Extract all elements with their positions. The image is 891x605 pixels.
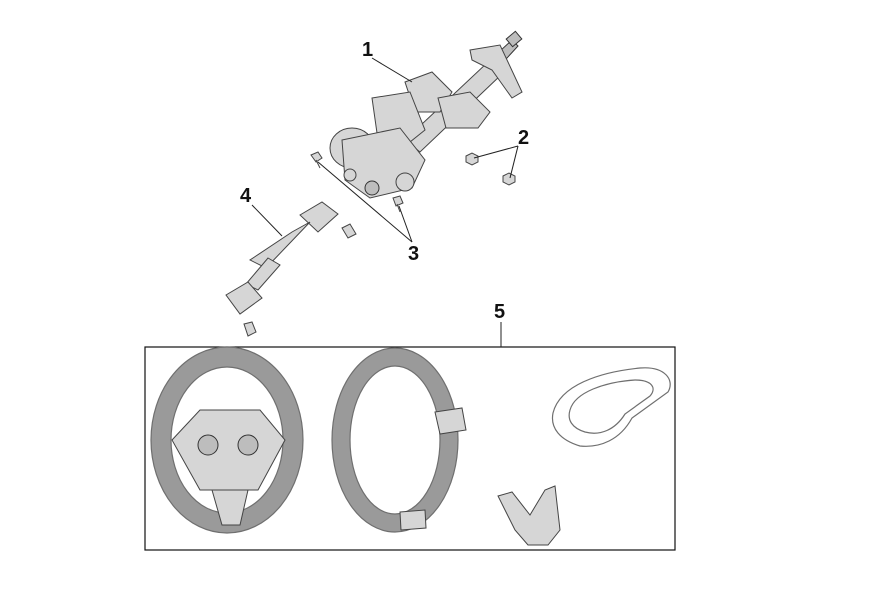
column-lower-joint	[364, 180, 380, 196]
leader-4	[251, 204, 283, 237]
bolt-right-shank	[396, 203, 401, 213]
rim-spoke-mount	[434, 407, 467, 435]
nuts-group	[465, 152, 516, 186]
ishaft-lower-joint	[225, 281, 263, 315]
wheel-lower-spoke	[211, 489, 249, 526]
ishaft-bolt-lower	[243, 321, 257, 337]
bolt-left-head	[310, 151, 323, 163]
steering-wheel-kit-frame	[144, 346, 676, 551]
column-sensor	[395, 172, 415, 192]
leader-lines	[251, 57, 519, 347]
ishaft-tube	[249, 221, 311, 269]
bolt-right-head	[392, 195, 404, 207]
leader-3b	[398, 205, 413, 243]
nut-lower	[502, 172, 516, 186]
nut-upper	[465, 152, 479, 166]
leader-2b	[509, 145, 519, 179]
wheel-hub	[171, 409, 286, 491]
steering-wheel-rim	[331, 347, 467, 533]
column-spline	[505, 30, 523, 48]
bolts-group	[310, 151, 404, 213]
steering-wheel-lower-cover	[497, 485, 561, 546]
leader-3a	[317, 161, 413, 243]
ishaft-bolt-upper	[341, 223, 357, 239]
column-lock-housing	[437, 91, 491, 129]
ishaft-lower-tube	[245, 257, 281, 291]
column-pivot	[343, 168, 357, 182]
callout-2: 2	[518, 127, 529, 149]
lower-cover-body	[497, 485, 561, 546]
leader-1	[371, 57, 413, 83]
callout-5: 5	[494, 301, 505, 323]
bolt-left-shank	[315, 159, 321, 169]
ishaft-upper-joint	[299, 201, 339, 233]
wheel-hub-hole-left	[197, 434, 219, 456]
steering-column-assembly	[329, 30, 523, 199]
callout-labels: 1 2 3 4 5	[240, 39, 529, 323]
callout-4: 4	[240, 185, 252, 207]
callout-1: 1	[362, 39, 373, 61]
wheel-hub-hole-right	[237, 434, 259, 456]
steering-wheel-complete	[150, 346, 304, 534]
column-top-bracket	[469, 44, 523, 99]
rim-bottom-mount	[399, 509, 427, 531]
callout-3: 3	[408, 243, 419, 265]
leader-2a	[473, 145, 519, 159]
steering-wheel-bezel	[551, 367, 671, 447]
intermediate-shaft	[225, 201, 357, 337]
